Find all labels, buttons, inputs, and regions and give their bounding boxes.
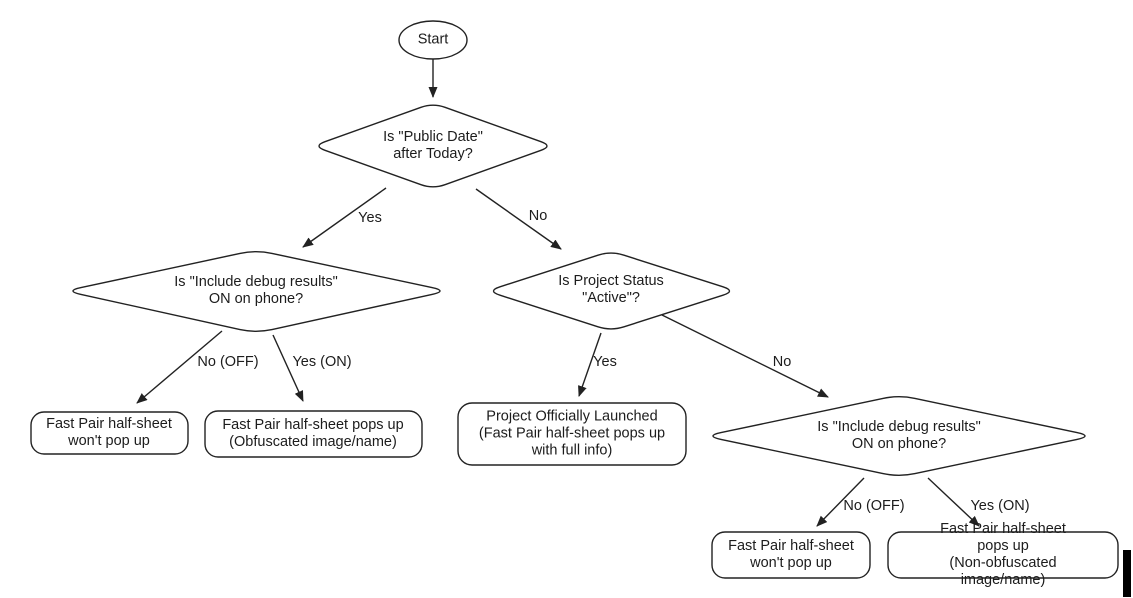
- decision-project-status-shape: [492, 252, 731, 330]
- outcome-non-obfuscated-label: Fast Pair half-sheet pops up (Non-obfusc…: [940, 521, 1066, 588]
- edge-label-public-date-no: No: [528, 208, 548, 224]
- edge-project-status-yes: [578, 332, 602, 397]
- edge-label-project-status-no: No: [772, 354, 792, 370]
- outcome-no-popup-left-label: Fast Pair half-sheet won't pop up: [46, 416, 172, 449]
- decision-project-status-label: Is Project Status "Active"?: [558, 273, 664, 306]
- edge-public-date-yes: [302, 187, 387, 248]
- edge-public-date-no: [475, 188, 562, 250]
- edge-debug-right-yes-on: [927, 477, 980, 527]
- outcome-no-popup-right-shape: [711, 531, 871, 579]
- edge-label-project-status-yes: Yes: [593, 354, 617, 370]
- decision-debug-left-shape: [72, 251, 441, 332]
- outcome-obfuscated-shape: [204, 410, 423, 458]
- start-node-shape: [398, 20, 468, 60]
- edge-label-debug-right-no: No (OFF): [843, 498, 905, 514]
- start-node-label: Start: [417, 31, 449, 48]
- decision-debug-left-label: Is "Include debug results" ON on phone?: [174, 274, 338, 307]
- edge-label-debug-right-yes: Yes (ON): [970, 498, 1030, 514]
- edge-debug-left-no-off: [136, 330, 223, 404]
- decision-public-date-shape: [318, 104, 548, 188]
- text-cursor-artifact: [1123, 550, 1131, 597]
- outcome-launched-label: Project Officially Launched (Fast Pair h…: [478, 408, 666, 459]
- edge-label-debug-left-yes: Yes (ON): [292, 354, 352, 370]
- outcome-obfuscated-label: Fast Pair half-sheet pops up (Obfuscated…: [222, 417, 404, 450]
- outcome-non-obfuscated-shape: [887, 531, 1119, 579]
- outcome-launched-shape: [457, 402, 687, 466]
- edge-project-status-no: [661, 314, 829, 398]
- edge-debug-right-no-off: [816, 477, 865, 527]
- edge-label-debug-left-no: No (OFF): [197, 354, 259, 370]
- edge-debug-left-yes-on: [272, 334, 304, 402]
- outcome-no-popup-left-shape: [30, 411, 189, 455]
- edge-label-public-date-yes: Yes: [358, 210, 382, 226]
- decision-debug-right-shape: [712, 396, 1086, 476]
- decision-debug-right-label: Is "Include debug results" ON on phone?: [817, 419, 981, 452]
- decision-public-date-label: Is "Public Date" after Today?: [383, 129, 483, 162]
- outcome-no-popup-right-label: Fast Pair half-sheet won't pop up: [728, 538, 854, 571]
